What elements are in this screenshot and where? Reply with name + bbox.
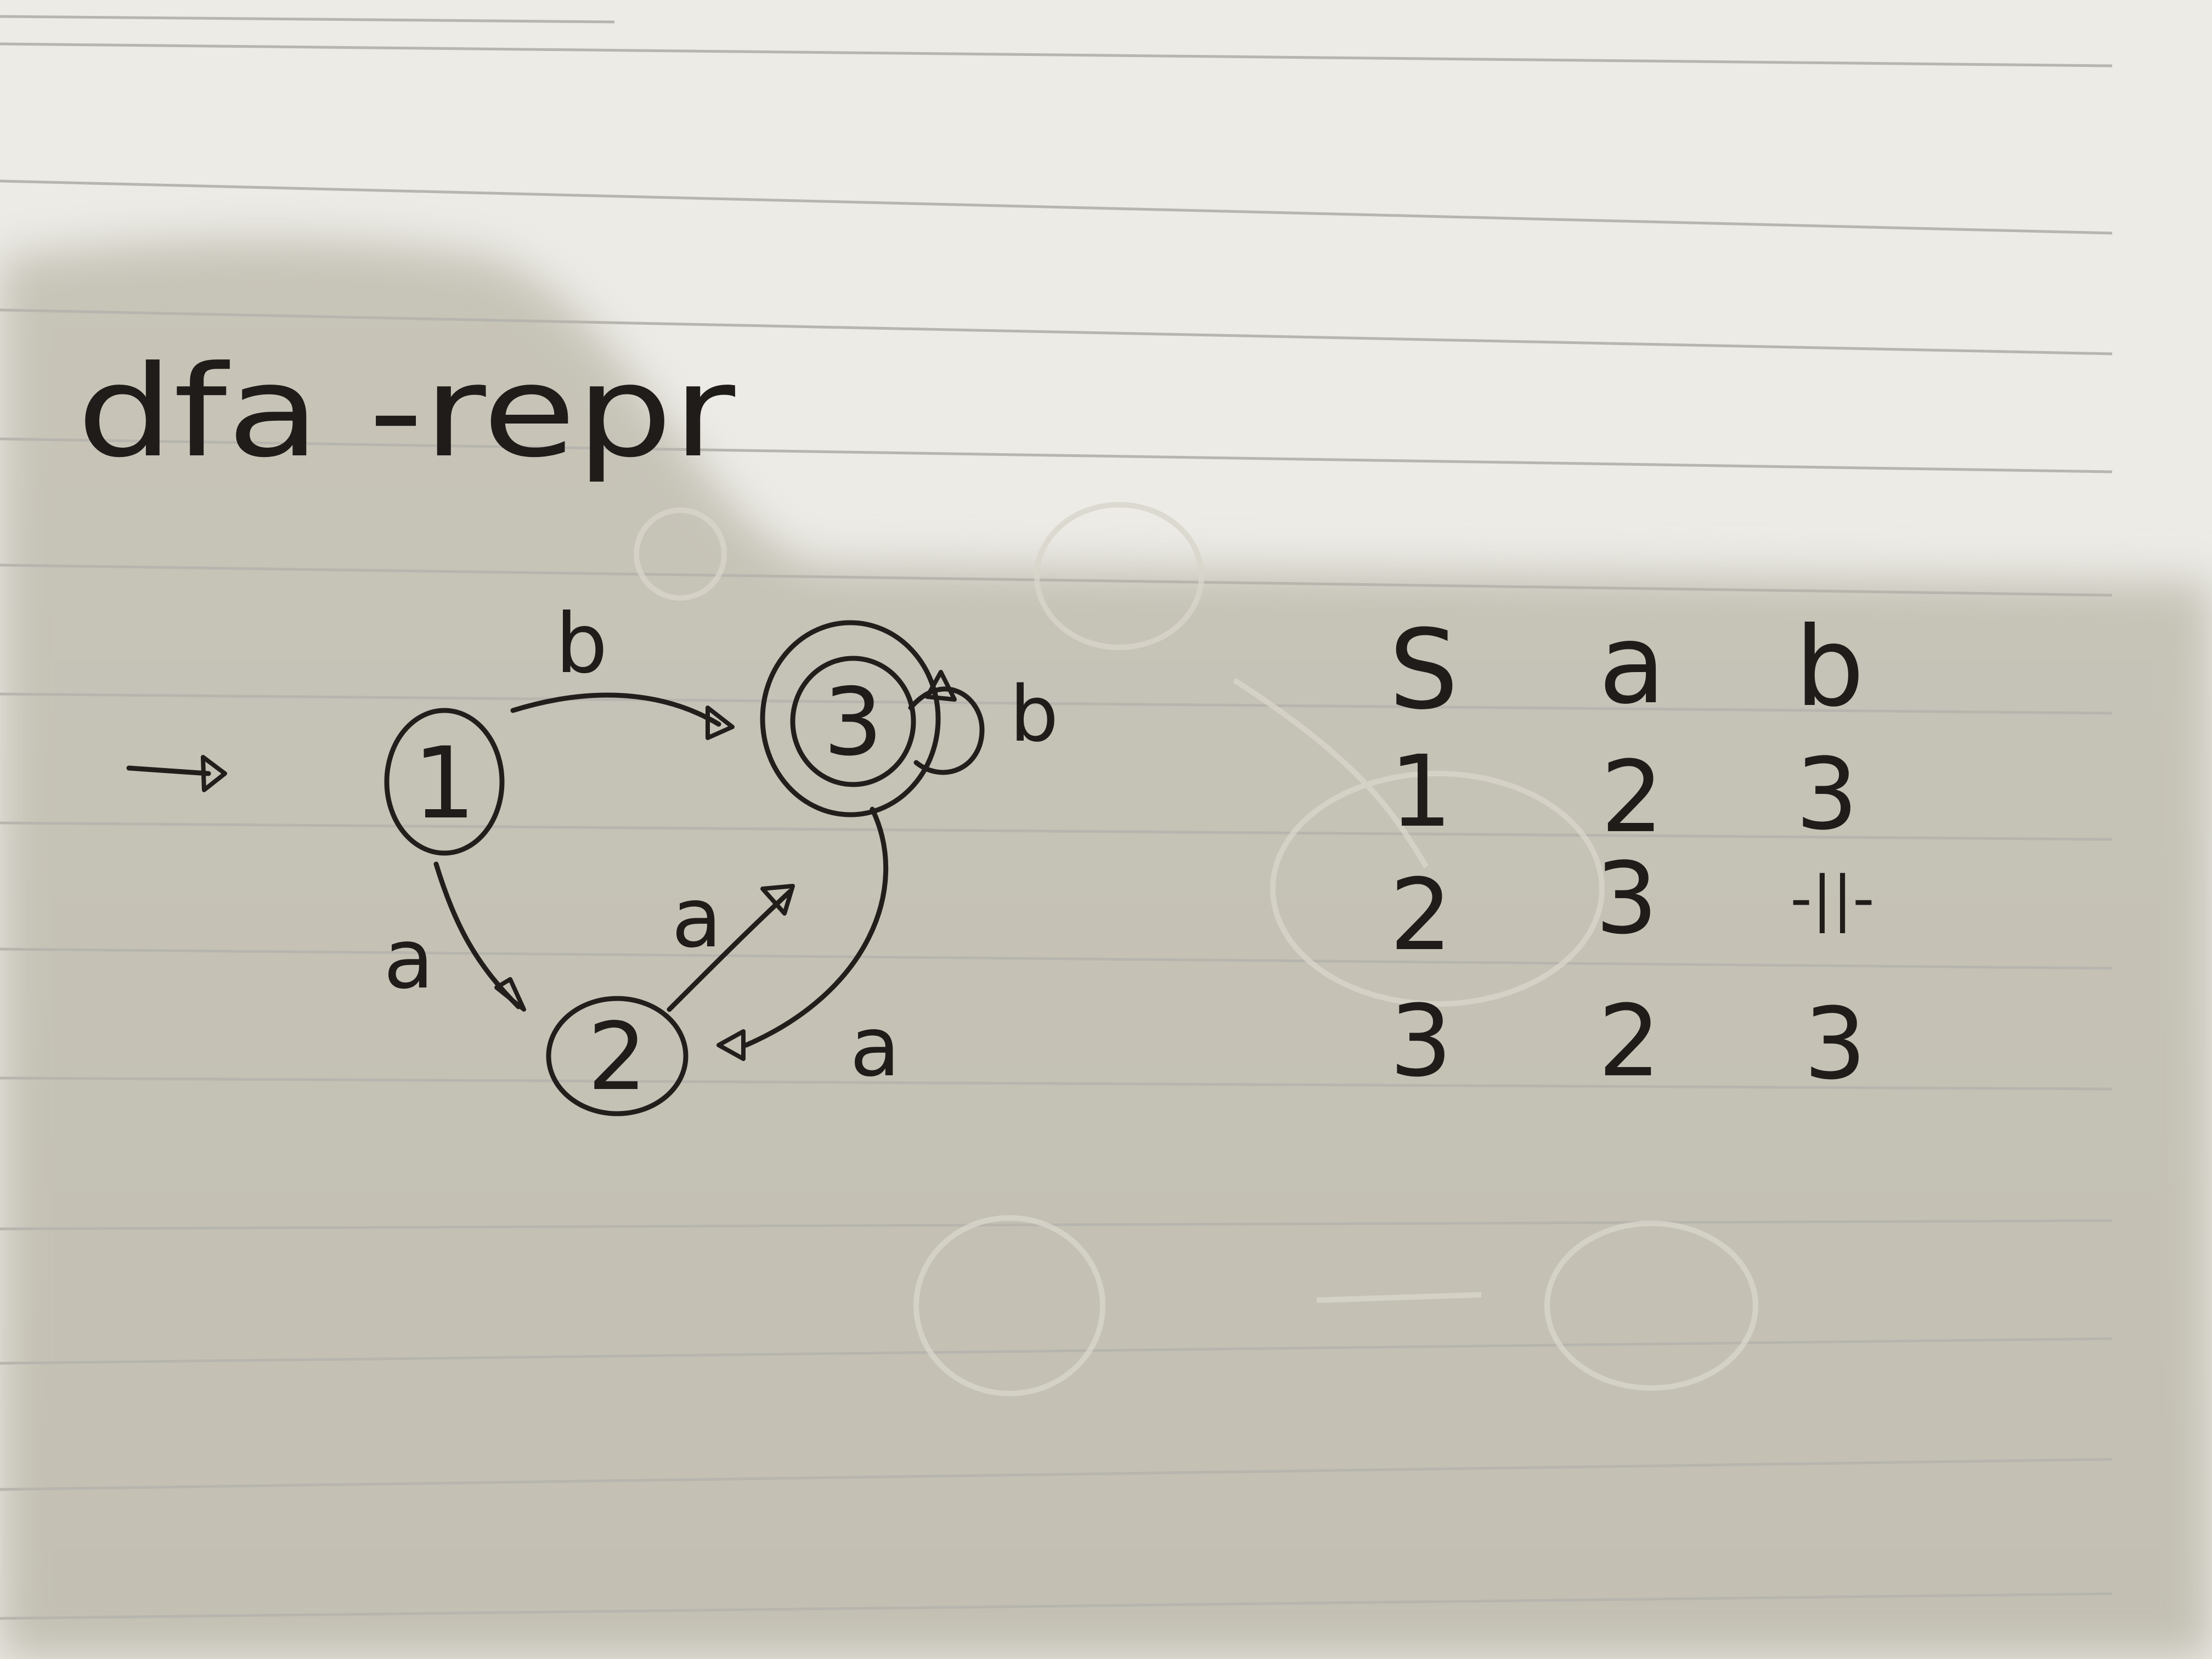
table-cell: 2 <box>1598 984 1661 1099</box>
paper-shadow-area <box>0 239 2212 1659</box>
table-cell: 3 <box>1390 984 1453 1099</box>
state-2-label: 2 <box>588 1003 647 1111</box>
transition-table: S a b 1 2 3 2 3 -||- 3 2 3 <box>1389 601 1875 1102</box>
transition-1-to-2 <box>433 861 526 1012</box>
state-1-label: 1 <box>413 726 476 841</box>
symbol-1-to-3: b <box>555 596 607 692</box>
transition-2-to-3 <box>667 884 795 1012</box>
state-3-accepting: 3 <box>760 620 941 817</box>
table-cell: 3 <box>1804 987 1867 1102</box>
state-1: 1 <box>384 708 505 856</box>
page-heading: dfa -repr <box>77 339 736 486</box>
table-header-a: a <box>1599 601 1666 729</box>
table-cell: 2 <box>1390 858 1453 973</box>
transition-1-to-3 <box>510 692 735 740</box>
table-cell: -||- <box>1790 863 1875 934</box>
table-cell: 3 <box>1796 737 1859 852</box>
bleed-through-marks <box>634 502 1758 1396</box>
transition-3-to-2 <box>716 806 889 1061</box>
state-3-label: 3 <box>823 668 883 777</box>
table-header-b: b <box>1795 603 1865 731</box>
symbol-3-to-2: a <box>850 1000 900 1095</box>
state-2: 2 <box>546 996 689 1116</box>
symbol-1-to-2: a <box>383 912 434 1007</box>
symbol-3-self-loop: b <box>1010 670 1059 759</box>
table-cell: 3 <box>1595 842 1658 956</box>
symbol-2-to-3: a <box>672 871 722 966</box>
ruled-lines <box>0 15 2113 1620</box>
table-header-state: S <box>1389 606 1459 734</box>
table-cell: 2 <box>1601 740 1664 855</box>
table-cell: 1 <box>1390 735 1453 849</box>
start-arrow <box>126 755 227 792</box>
